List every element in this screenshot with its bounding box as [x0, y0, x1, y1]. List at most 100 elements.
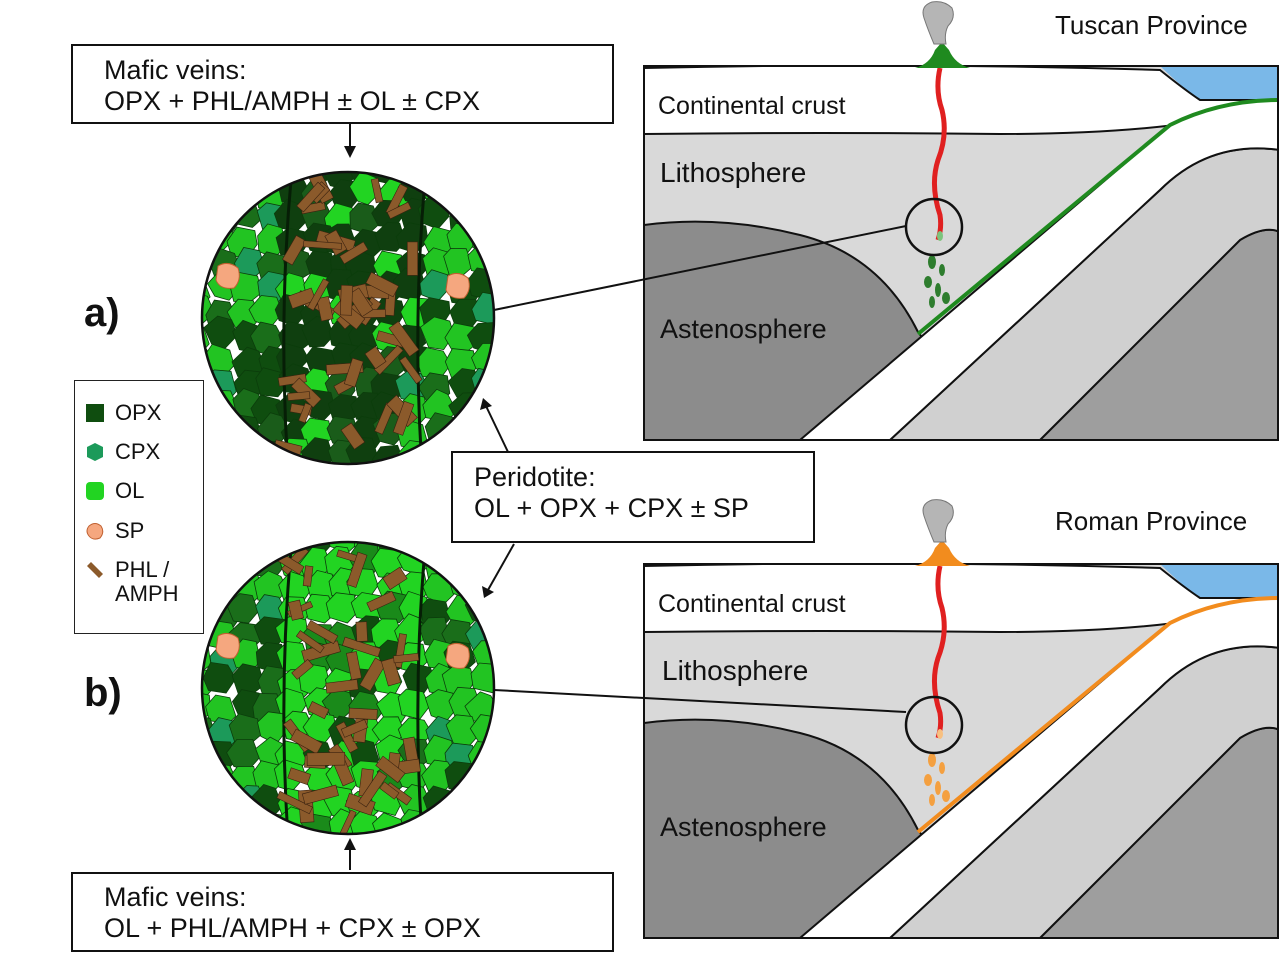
mineral-grain [226, 542, 260, 554]
hexagon-swatch-icon [87, 443, 103, 461]
rounded-square-swatch-icon [86, 482, 104, 500]
panel-letter-a: a) [84, 291, 120, 335]
phl-amph-crystal [325, 679, 359, 694]
peridotite-formula: OL + OPX + CPX ± SP [474, 493, 749, 523]
spinel-grain [445, 642, 470, 669]
mineral-grain [256, 542, 291, 553]
phl-amph-crystal [340, 719, 369, 738]
mineral-grain [202, 545, 235, 575]
phl-amph-crystal [339, 241, 369, 265]
phl-amph-crystal [303, 240, 342, 250]
mineral-grain [204, 417, 240, 449]
vein-boundary [416, 542, 428, 834]
phl-amph-crystal [399, 355, 423, 385]
mineral-grain [467, 543, 494, 577]
blob-swatch-icon [86, 523, 104, 540]
mineral-grain [226, 172, 262, 182]
vein-boundary [416, 172, 428, 464]
spinel-grain [215, 262, 240, 289]
vein-boundary [282, 172, 294, 464]
phl-amph-crystal [370, 177, 384, 204]
phl-amph-crystal [276, 790, 313, 815]
mineral-grain [205, 542, 241, 551]
peridotite-title: Peridotite: [474, 462, 596, 492]
magma-conduit [932, 67, 947, 241]
mineral-grain [202, 172, 219, 187]
phl-amph-crystal [338, 809, 357, 834]
mineral-grain [252, 172, 285, 182]
crust-label: Continental crust [658, 590, 846, 618]
phl-amph-crystal [302, 565, 314, 587]
mineral-grain [470, 662, 494, 694]
mineral-grain [202, 173, 211, 205]
slab-metasomatism-line [916, 98, 1278, 336]
phl-amph-crystal [375, 755, 406, 784]
square-swatch-icon [86, 404, 104, 422]
volcano-icon [915, 540, 970, 566]
mineral-grain [448, 172, 481, 182]
phl-amph-crystal [287, 599, 304, 621]
crust-label: Continental crust [658, 92, 846, 120]
zoom-connector [493, 225, 907, 311]
mineral-grain [465, 198, 494, 231]
phl-amph-crystal [359, 657, 387, 692]
mineral-grain [202, 225, 218, 256]
phl-amph-crystal [365, 271, 400, 298]
phl-amph-crystal [287, 767, 312, 786]
phl-amph-crystal [373, 344, 404, 376]
volcano-icon [915, 42, 970, 68]
phl-amph-crystal [348, 707, 378, 720]
province-label: Tuscan Province [1055, 10, 1248, 40]
mineral-grain [202, 741, 213, 774]
mineral-grain [445, 178, 478, 209]
vein-box-top-text: Mafic veins: OPX + PHL/AMPH ± OL ± CPX [104, 55, 480, 117]
mineral-grain [471, 291, 494, 326]
lithosphere-label: Lithosphere [662, 655, 808, 686]
phl-amph-crystal [382, 566, 408, 591]
mineral-grain [469, 787, 494, 819]
mineral-grain [397, 688, 431, 720]
legend-label-multiline: PHL / AMPH [115, 557, 179, 606]
phl-amph-crystal [343, 357, 364, 388]
phl-amph-crystal [290, 728, 323, 755]
mineral-grain [474, 810, 494, 834]
mineral-grain [275, 172, 310, 182]
phl-amph-crystal [392, 400, 415, 436]
phl-amph-crystal [277, 373, 307, 387]
phl-amph-crystal [393, 652, 420, 664]
mineral-grain [226, 545, 261, 576]
phl-amph-crystal [380, 657, 402, 687]
peridotite-box-text: Peridotite: OL + OPX + CPX ± SP [474, 462, 749, 524]
phl-amph-crystal [301, 784, 339, 805]
phl-amph-crystal [347, 287, 374, 318]
phl-amph-crystal [379, 781, 400, 800]
asthenosphere-label: Astenosphere [660, 314, 827, 344]
peridotite-box [451, 451, 815, 543]
mineral-grain [471, 173, 494, 205]
mineral-grain [202, 783, 210, 817]
mineral-grain [202, 807, 215, 834]
phl-amph-crystal [282, 235, 307, 266]
vein-box-formula: OL + PHL/AMPH + CPX ± OPX [104, 913, 481, 943]
mineral-grain [416, 542, 449, 553]
rock-sample-a [200, 170, 496, 466]
rod-swatch-icon [87, 562, 103, 578]
magma-conduit [932, 565, 947, 739]
mineral-grain [232, 807, 266, 834]
mineral-grain [204, 172, 237, 181]
lithosphere-label: Lithosphere [660, 157, 806, 188]
metasomatic-blobs [924, 729, 950, 806]
mineral-grain [325, 592, 359, 624]
vein-box-title: Mafic veins: [104, 882, 247, 912]
phl-amph-crystal [307, 701, 330, 720]
phl-amph-crystal [386, 201, 412, 220]
mineral-grain [207, 787, 240, 819]
mineral-grain [446, 812, 480, 834]
phl-amph-crystal [295, 630, 325, 654]
mineral-grain [202, 201, 213, 233]
phl-amph-crystal [342, 636, 382, 658]
metasomatic-blobs [924, 231, 950, 308]
phl-amph-crystal [340, 422, 366, 450]
mineral-grain [374, 221, 406, 252]
mineral-grain [445, 549, 479, 580]
